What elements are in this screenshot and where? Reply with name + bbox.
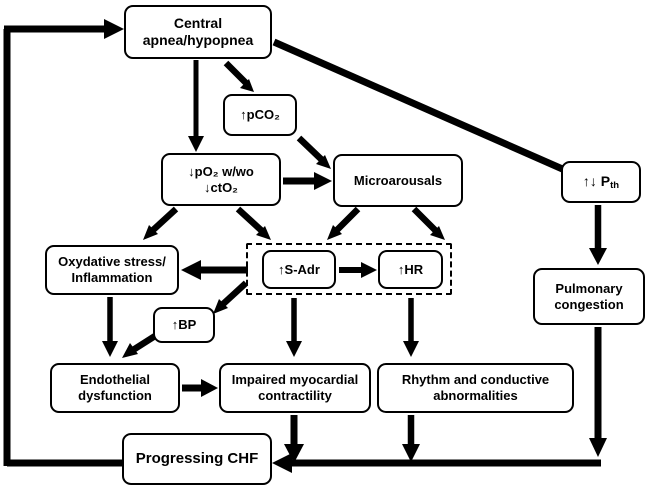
node-label-pth: ↑↓ Pth — [582, 172, 620, 191]
edge-rhythm-to-chf — [402, 415, 420, 462]
edge-sadr-to-oxydative — [181, 260, 248, 280]
node-label-rhythm: Rhythm and conductive abnormalities — [401, 372, 550, 403]
node-label-bp: ↑BP — [171, 317, 197, 333]
edge-oxydative-to-endothelial — [102, 297, 118, 357]
node-central-apnea: Central apnea/hypopnea — [124, 5, 272, 59]
node-s-adr: ↑S-Adr — [262, 250, 336, 289]
node-label-microarousals: Microarousals — [353, 172, 443, 188]
node-po2: ↓pO₂ w/wo ↓ctO₂ — [161, 153, 281, 206]
edge-microarousals-to-sadr — [327, 206, 361, 240]
edge-po2-to-oxydative — [143, 206, 179, 240]
edge-sadr-to-hr — [339, 262, 377, 278]
node-label-oxydative-stress: Oxydative stress/ Inflammation — [58, 254, 166, 285]
node-label-progressing-chf: Progressing CHF — [135, 449, 259, 467]
node-label-endothelial: Endothelial dysfunction — [78, 372, 152, 403]
edge-sadr-to-bp — [213, 280, 249, 314]
node-label-s-adr: ↑S-Adr — [278, 261, 320, 277]
node-label-impaired-myocardial: Impaired myocardial contractility — [231, 372, 359, 403]
edge-pulmonary-to-chf — [272, 327, 607, 473]
node-label-pulmonary-congestion: Pulmonary congestion — [554, 280, 624, 312]
node-label-po2: ↓pO₂ w/wo ↓ctO₂ — [188, 163, 254, 195]
node-impaired-myocardial: Impaired myocardial contractility — [219, 363, 371, 413]
node-label-central-apnea: Central apnea/hypopnea — [142, 14, 254, 48]
node-label-hr: ↑HR — [397, 261, 424, 277]
edge-central-to-po2 — [188, 60, 204, 152]
edge-pth-to-pulmonary — [589, 205, 607, 265]
node-pth: ↑↓ Pth — [561, 161, 641, 203]
node-pco2: ↑pCO₂ — [223, 94, 297, 136]
edge-pco2-to-microarousals — [296, 135, 331, 169]
edge-microarousals-to-hr — [411, 206, 445, 240]
node-microarousals: Microarousals — [333, 154, 463, 207]
edge-sadr-to-impaired — [286, 298, 302, 357]
edge-impaired-to-chf — [284, 415, 304, 463]
node-hr: ↑HR — [378, 250, 443, 289]
node-label-pco2: ↑pCO₂ — [240, 107, 280, 123]
node-endothelial: Endothelial dysfunction — [50, 363, 180, 413]
edge-central-to-pco2 — [223, 60, 254, 92]
edge-chf-feedback-to-central — [3, 19, 124, 467]
edge-endothelial-to-impaired — [182, 379, 218, 397]
edge-hr-to-rhythm — [403, 298, 419, 357]
edge-po2-to-microarousals — [283, 172, 332, 190]
edge-po2-to-sadr — [235, 206, 271, 240]
edge-bp-to-endothelial — [122, 333, 157, 358]
node-bp: ↑BP — [153, 307, 215, 343]
node-oxydative-stress: Oxydative stress/ Inflammation — [45, 245, 179, 295]
node-progressing-chf: Progressing CHF — [122, 433, 272, 485]
sympathetic-activation-group — [246, 243, 452, 295]
node-pulmonary-congestion: Pulmonary congestion — [533, 268, 645, 325]
node-rhythm: Rhythm and conductive abnormalities — [377, 363, 574, 413]
